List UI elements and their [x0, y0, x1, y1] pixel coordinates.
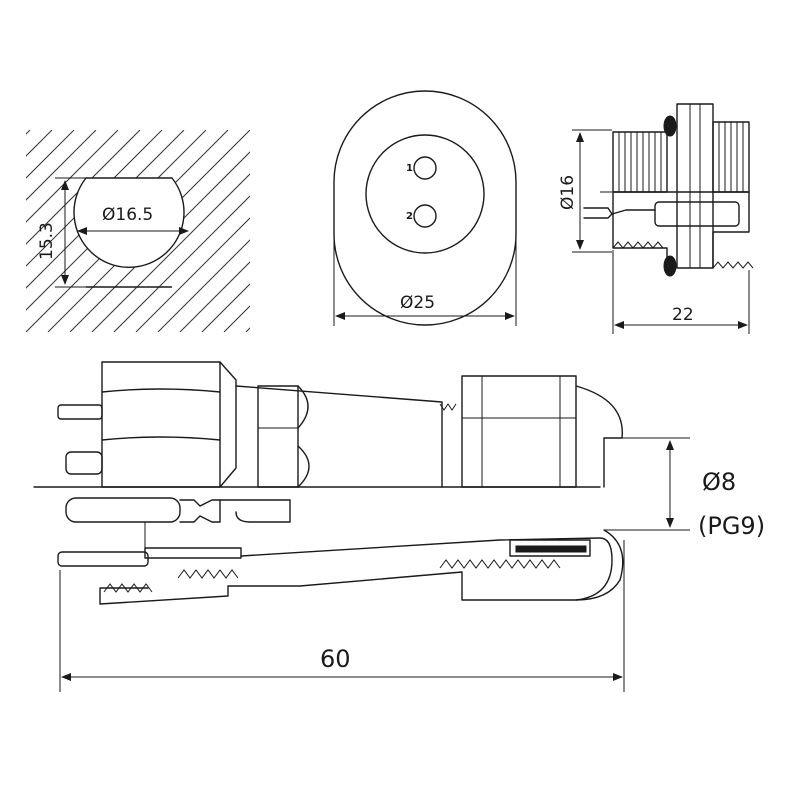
panel-cutout-view: 15.3 Ø16.5 — [0, 130, 470, 332]
gland-seal — [575, 385, 623, 488]
lower-body-outline — [99, 537, 613, 605]
plug-body — [235, 385, 443, 488]
side-view: Ø16 22 — [558, 103, 754, 334]
lower-thread-lower — [103, 583, 153, 593]
cable-gland-label: (PG9) — [698, 512, 765, 540]
left-thread-ticks — [618, 132, 662, 192]
side-contact — [654, 201, 740, 227]
face-view: 1 2 Ø25 — [333, 90, 517, 326]
flat-dimension-label: 15.3 — [37, 222, 57, 260]
coupling-nut-left — [257, 385, 299, 488]
side-length-label: 22 — [672, 305, 694, 325]
hatch-line — [135, 217, 250, 332]
pin-stub-1 — [57, 404, 103, 420]
flange-nut — [676, 103, 714, 269]
outer-flange-circle — [333, 90, 517, 326]
main-contact — [65, 497, 181, 523]
total-length-label: 60 — [320, 645, 351, 673]
hatch-line — [26, 130, 31, 135]
gland-nut — [461, 375, 577, 488]
hatch-line — [26, 130, 97, 201]
o-ring-bottom — [663, 255, 677, 277]
body-thread-mark — [439, 403, 457, 411]
hatch-line — [26, 130, 119, 223]
hatch-line — [157, 239, 250, 332]
hatch-line — [179, 261, 250, 332]
left-threaded-body — [612, 131, 668, 193]
main-assembly-view: Ø8 (PG9) 60 — [33, 361, 765, 692]
o-ring-top — [663, 115, 677, 137]
pin-1-hole — [413, 156, 437, 180]
pin-2-label: 2 — [406, 211, 413, 222]
pin-2-hole — [413, 204, 437, 228]
flange-diameter-label: Ø25 — [400, 293, 435, 313]
hatch-line — [201, 283, 250, 332]
flange-nut-main — [101, 361, 221, 488]
lower-thread-zigzag — [612, 241, 664, 249]
pin-stub-2 — [65, 451, 103, 475]
insulator-block — [144, 547, 242, 559]
cutout-hole — [73, 177, 185, 268]
hatch-line — [223, 305, 250, 332]
insert-circle — [365, 134, 485, 254]
cable-diameter-label: Ø8 — [702, 468, 736, 496]
cutout-diameter-label: Ø16.5 — [102, 205, 153, 225]
thread-diameter-label: Ø16 — [558, 175, 578, 210]
hatch-line — [113, 195, 250, 332]
pin-1-label: 1 — [406, 163, 413, 174]
gland-thread — [439, 559, 561, 569]
hatch-line — [0, 130, 8, 332]
hatch-line — [26, 130, 141, 245]
hatch-line — [91, 173, 250, 332]
hatch-line — [26, 130, 75, 179]
right-thread-ticks — [718, 122, 744, 192]
lower-thread-upper — [177, 569, 239, 579]
hatch-line — [268, 130, 470, 332]
lower-thread-zigzag-right — [712, 261, 754, 269]
